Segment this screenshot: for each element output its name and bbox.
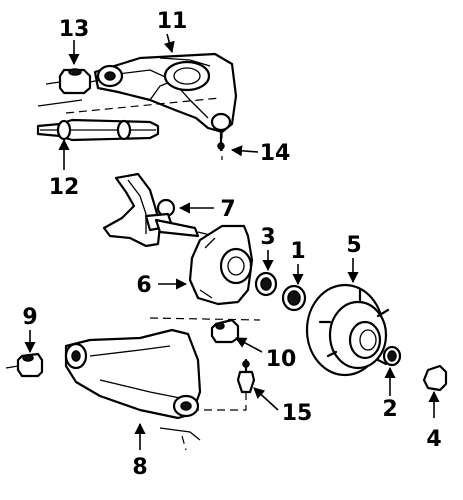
outer-bearing xyxy=(382,345,402,367)
callout-10: 10 xyxy=(266,347,297,372)
brake-rotor-hub xyxy=(305,283,390,377)
callout-4: 4 xyxy=(426,427,441,452)
callout-13: 13 xyxy=(59,17,90,42)
lower-control-arm xyxy=(64,328,202,441)
splash-shield xyxy=(188,224,254,306)
callout-15: 15 xyxy=(282,401,313,426)
bushing-lower-left xyxy=(5,352,44,378)
callout-1: 1 xyxy=(290,239,305,264)
steering-knuckle xyxy=(102,172,223,248)
callout-2: 2 xyxy=(382,397,397,422)
callout-8: 8 xyxy=(132,455,147,480)
callout-6: 6 xyxy=(136,273,151,298)
inner-bearing xyxy=(254,271,278,297)
bushing-upper xyxy=(45,68,101,95)
callout-3: 3 xyxy=(260,225,275,250)
callout-9: 9 xyxy=(22,305,37,330)
lower-ball-joint xyxy=(236,358,256,394)
dust-cap xyxy=(422,364,448,392)
callout-11: 11 xyxy=(157,9,188,34)
callout-5: 5 xyxy=(346,233,361,258)
callout-7: 7 xyxy=(220,197,235,222)
upper-ball-joint xyxy=(210,112,232,152)
upper-control-arm xyxy=(93,52,238,134)
bushing-lower-right xyxy=(210,318,240,344)
grease-seal xyxy=(281,284,307,312)
callout-12: 12 xyxy=(49,175,80,200)
upper-arm-shaft xyxy=(36,99,160,142)
callout-14: 14 xyxy=(260,141,291,166)
